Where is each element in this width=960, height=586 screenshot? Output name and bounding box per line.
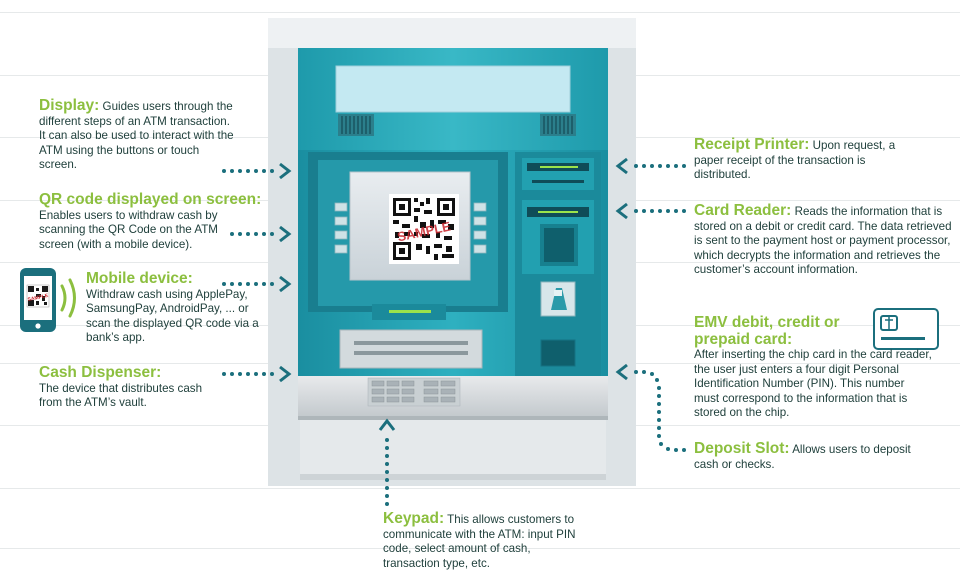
atm-pedestal — [300, 420, 606, 476]
deposit-text: Allows users to deposit cash or checks. — [694, 443, 911, 471]
display-text: Guides users through the different steps… — [39, 100, 234, 172]
card-reader-label: Card Reader: Reads the information that … — [694, 202, 956, 278]
card-insert-indicator — [540, 281, 576, 317]
receipt-text: Upon request, a paper receipt of the tra… — [694, 139, 896, 182]
emv-label: EMV debit, credit or prepaid card: After… — [694, 314, 932, 421]
cash-dispenser-slot — [339, 329, 483, 369]
wireless-signal-icon — [60, 278, 76, 318]
cash-title: Cash Dispenser: — [39, 364, 162, 381]
speaker-left — [338, 114, 374, 136]
receipt-printer-slot — [522, 158, 594, 190]
display-leader — [222, 162, 292, 180]
cash-text: The device that distributes cash from th… — [39, 381, 203, 410]
qr-label: QR code displayed on screen: Enables use… — [39, 191, 275, 252]
svg-text:SAMPLE: SAMPLE — [27, 293, 49, 303]
cash-leader — [222, 365, 292, 383]
mobile-label: Mobile device: Withdraw cash using Apple… — [86, 270, 266, 346]
card-reader-title: Card Reader: — [694, 202, 792, 219]
screen-side-buttons — [334, 202, 487, 254]
receipt-leader — [615, 157, 686, 175]
deposit-leader — [615, 363, 686, 452]
emv-title: EMV debit, credit or prepaid card: — [694, 314, 840, 348]
card-reader-leader — [615, 202, 686, 220]
display-title: Display: — [39, 97, 100, 114]
card-reader-text: Reads the information that is stored on … — [694, 205, 952, 277]
qr-leader — [230, 225, 292, 243]
receipt-title: Receipt Printer: — [694, 136, 810, 153]
chip-card-icon — [873, 308, 939, 350]
cash-label: Cash Dispenser: The device that distribu… — [39, 364, 229, 411]
keypad-text: This allows customers to communicate wit… — [383, 513, 576, 570]
speaker-right — [540, 114, 576, 136]
receipt-label: Receipt Printer: Upon request, a paper r… — [694, 136, 916, 183]
card-reader-slot — [522, 200, 594, 274]
deposit-title: Deposit Slot: — [694, 440, 790, 457]
top-light-panel — [335, 65, 571, 113]
smartphone-icon: SAMPLE — [20, 268, 56, 332]
deposit-label: Deposit Slot: Allows users to deposit ca… — [694, 440, 932, 472]
mobile-text: Withdraw cash using ApplePay, SamsungPay… — [86, 287, 259, 345]
leader-lines — [222, 157, 686, 506]
keypad-label: Keypad: This allows customers to communi… — [383, 510, 583, 571]
emv-text: After inserting the chip card in the car… — [694, 348, 932, 420]
qr-code-icon — [26, 284, 50, 308]
deposit-slot — [540, 339, 576, 367]
keypad — [367, 377, 461, 407]
qr-code-icon: SAMPLE — [389, 194, 459, 264]
keypad-title: Keypad: — [383, 510, 445, 527]
mobile-leader — [222, 275, 292, 293]
keypad-leader — [378, 418, 396, 506]
qr-text: Enables users to withdraw cash by scanni… — [39, 208, 218, 251]
qr-title: QR code displayed on screen: — [39, 191, 262, 208]
display-label: Display: Guides users through the differ… — [39, 97, 239, 173]
mobile-title: Mobile device: — [86, 270, 193, 287]
